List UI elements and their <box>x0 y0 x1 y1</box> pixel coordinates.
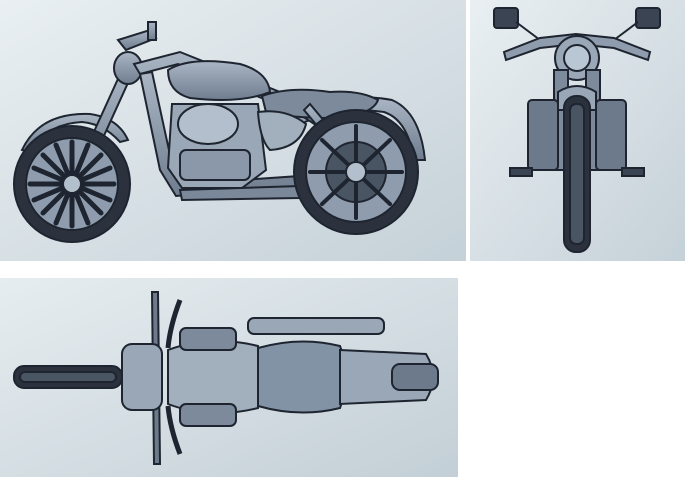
left-footpeg <box>509 167 533 177</box>
front-tire-tread <box>19 371 117 383</box>
right-mirror <box>635 7 661 29</box>
motorcycle-front-view <box>470 0 685 261</box>
left-mirror <box>493 7 519 29</box>
motorcycle-top-view <box>0 278 458 477</box>
left-engine-cover <box>527 99 559 171</box>
exhaust-pipe <box>247 317 385 335</box>
front-wheel <box>13 125 131 243</box>
motorcycle-top <box>13 291 439 465</box>
right-engine-cover <box>595 99 627 171</box>
left-mirror-stem <box>165 299 183 349</box>
mirror-stem <box>147 21 157 41</box>
front-view-panel <box>470 0 685 261</box>
oil-tank <box>256 110 308 152</box>
headlight-nacelle <box>121 343 163 411</box>
right-footpeg <box>621 167 645 177</box>
headlight-lens <box>563 44 591 72</box>
air-cleaner <box>177 103 239 145</box>
seat <box>257 340 347 414</box>
left-engine-cover <box>179 327 237 351</box>
fuel-tank <box>167 339 259 415</box>
motorcycle-side-view <box>0 0 466 261</box>
right-mirror-stem <box>613 21 639 41</box>
fuel-tank <box>166 60 272 101</box>
tire-tread <box>569 103 585 245</box>
handlebar <box>502 32 652 62</box>
left-mirror-stem <box>515 21 541 41</box>
side-view-panel <box>0 0 466 261</box>
right-mirror-stem <box>165 405 183 455</box>
crankcase <box>179 149 251 181</box>
motorcycle-front <box>493 7 661 253</box>
right-engine-cover <box>179 403 237 427</box>
rear-wheel <box>293 109 419 235</box>
tail-light <box>391 363 439 391</box>
top-view-panel <box>0 278 458 477</box>
